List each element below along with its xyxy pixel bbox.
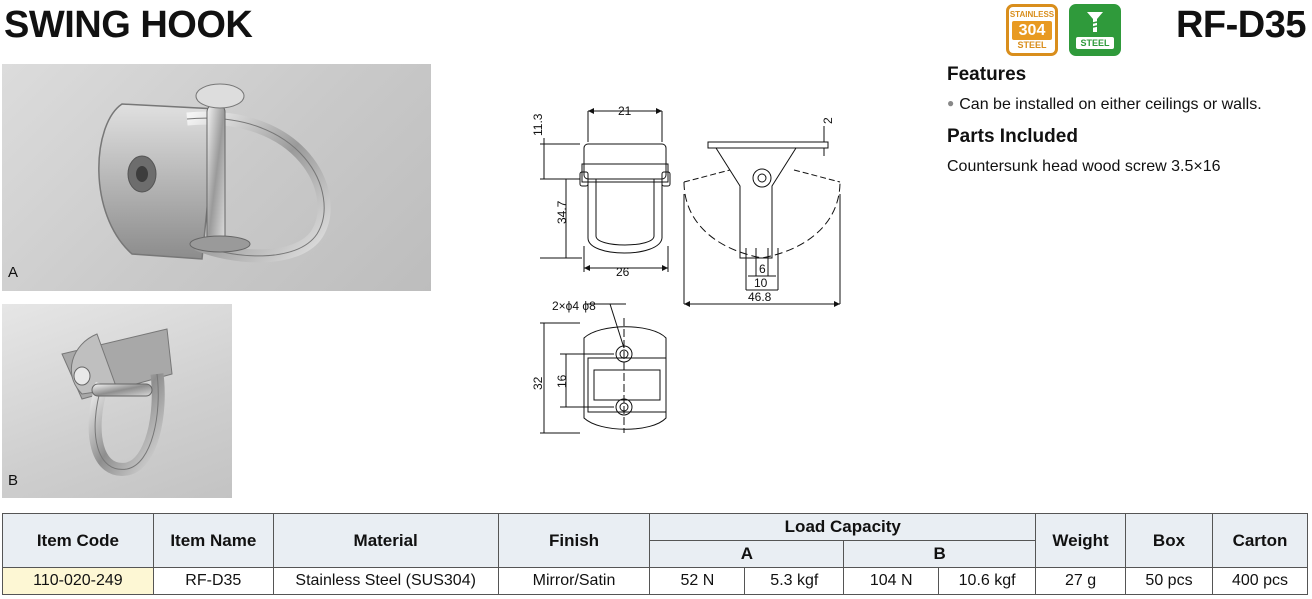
photo-a-label: A [8,264,19,281]
swing-hook-wall-image [98,83,331,263]
dim-16: 16 [555,374,569,388]
header-load-a: A [649,540,845,568]
parts-item-text: Countersunk head wood screw 3.5×16 [947,158,1221,175]
cell-carton: 400 pcs [1211,567,1309,595]
screw-icon [1087,12,1103,32]
header-item-code: Item Code [2,513,154,568]
cell-item-name: RF-D35 [152,567,274,595]
stainless-304-badge: STAINLESS 304 STEEL [1006,4,1058,56]
cell-item-code: 110-020-249 [2,567,154,595]
cell-weight: 27 g [1035,567,1127,595]
header-box: Box [1125,513,1213,568]
spec-table: Item Code Item Name Material Finish Load… [2,513,1309,595]
dim-34-7: 34.7 [555,200,569,224]
cell-finish: Mirror/Satin [497,567,651,595]
features-heading: Features [947,64,1027,85]
header-material: Material [272,513,499,568]
badge-mid-text: 304 [1012,21,1052,40]
cell-material: Stainless Steel (SUS304) [272,567,499,595]
dimension-drawing: 21 11.3 34.7 26 2 6 10 46.8 2×ϕ4 ϕ8 32 1… [531,104,841,434]
table-row: 110-020-249 RF-D35 Stainless Steel (SUS3… [2,567,1309,595]
cell-load-b-kgf: 10.6 kgf [938,567,1037,595]
dim-11-3: 11.3 [531,113,545,136]
header-carton: Carton [1211,513,1309,568]
header-load-b: B [843,540,1037,568]
dim-holes: 2×ϕ4 ϕ8 [552,299,596,313]
technical-drawing: 21 11.3 34.7 26 2 6 10 46.8 2×ϕ4 ϕ8 32 1… [530,98,850,443]
dim-21: 21 [618,104,632,118]
features-list-item: ● Can be installed on either ceilings or … [947,96,1262,114]
header-finish: Finish [497,513,651,568]
model-number: RF-D35 [1175,4,1307,46]
dim-32: 32 [531,376,545,390]
badge-steel-text: STEEL [1076,37,1114,49]
cell-load-b-n: 104 N [843,567,940,595]
steel-badge: STEEL [1069,4,1121,56]
photo-b-label: B [8,472,19,489]
cell-load-a-kgf: 5.3 kgf [744,567,845,595]
features-item-text: Can be installed on either ceilings or w… [959,96,1262,113]
parts-heading: Parts Included [947,126,1078,147]
header-item-name: Item Name [152,513,274,568]
dim-10: 10 [754,276,768,290]
bullet-icon: ● [947,96,955,110]
cell-box: 50 pcs [1125,567,1213,595]
badge-bottom-text: STEEL [1017,40,1047,50]
product-title: SWING HOOK [4,4,253,46]
dim-26: 26 [616,265,630,279]
header-load-capacity: Load Capacity [649,513,1037,541]
swing-hook-ceiling-image [61,328,173,476]
dim-2: 2 [821,117,835,124]
product-photo-a: A [2,64,431,291]
dim-6: 6 [759,262,766,276]
cell-load-a-n: 52 N [649,567,746,595]
header-weight: Weight [1035,513,1127,568]
badge-top-text: STAINLESS [1009,10,1055,19]
dim-46-8: 46.8 [748,290,772,304]
product-photo-b: B [2,304,232,498]
